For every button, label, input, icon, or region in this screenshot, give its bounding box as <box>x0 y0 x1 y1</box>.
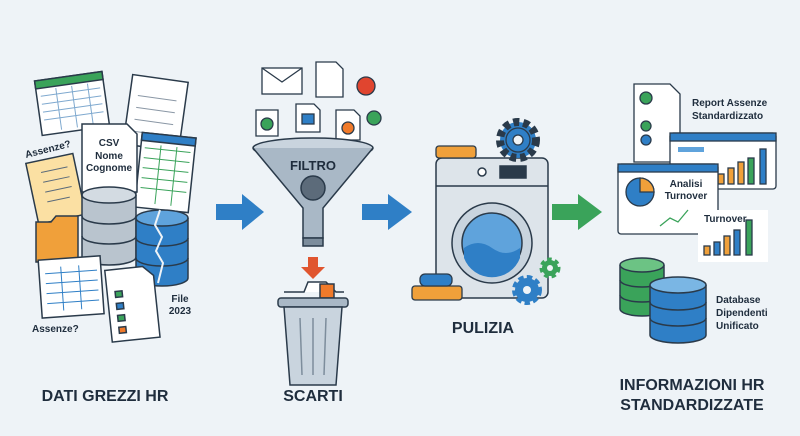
report-label-line1: Report Assenze <box>692 98 768 109</box>
assenze-label-bottom: Assenze? <box>32 324 79 335</box>
gear-icon <box>496 118 540 162</box>
checklist-icon <box>24 152 87 226</box>
incoming-files-icons <box>255 61 382 141</box>
arrow-right-icon <box>362 194 412 230</box>
spreadsheet-icon <box>37 255 105 319</box>
arrow-right-icon <box>552 194 602 230</box>
file-label: File <box>171 294 189 305</box>
nome-label: Nome <box>95 151 123 162</box>
stage-title-output-line2: STANDARDIZZATE <box>620 397 764 414</box>
database-broken-blue-icon <box>135 209 189 287</box>
database-label-line1: Database <box>716 295 761 306</box>
arrow-right-icon <box>216 194 264 230</box>
turnover-label: Turnover <box>704 214 747 225</box>
stage-title-cleaning: PULIZIA <box>452 320 515 337</box>
raw-data-cluster <box>24 70 197 343</box>
arrow-down-icon <box>301 257 325 279</box>
database-label-line2: Dipendenti <box>716 308 768 319</box>
csv-document-icon <box>81 123 138 193</box>
report-document-icon <box>633 83 681 163</box>
notepad-icon <box>122 73 190 153</box>
stage-title-output-line1: INFORMAZIONI HR <box>620 377 765 394</box>
funnel-label: FILTRO <box>290 158 336 173</box>
folder-icon <box>35 215 79 263</box>
brush-icon <box>411 145 477 301</box>
database-gray-icon <box>81 186 137 266</box>
analysis-label-line1: Analisi <box>670 179 703 190</box>
database-blue-icon <box>649 276 707 344</box>
cognome-label: Cognome <box>86 163 133 174</box>
csv-label: CSV <box>99 138 120 149</box>
year-label: 2023 <box>169 306 192 317</box>
document-icon <box>315 61 344 98</box>
database-label-line3: Unificato <box>716 321 759 332</box>
washing-machine-icon <box>435 157 549 299</box>
trash-bin-icon <box>277 281 349 386</box>
filter-mesh-icon <box>300 175 326 201</box>
spreadsheet-icon <box>33 70 111 137</box>
stage-title-raw-data: DATI GREZZI HR <box>42 388 169 405</box>
turnover-chart-icon <box>698 210 768 262</box>
error-icon <box>356 76 376 96</box>
check-icon <box>366 110 382 126</box>
stage-title-discards: SCARTI <box>283 388 343 405</box>
analysis-window-icon <box>617 163 719 235</box>
funnel-icon <box>252 137 374 247</box>
gear-icon <box>512 257 561 305</box>
report-label-line2: Standardizzato <box>692 111 763 122</box>
list-document-icon <box>103 265 161 343</box>
analysis-label-line2: Turnover <box>665 191 708 202</box>
spreadsheet-icon <box>133 131 197 214</box>
